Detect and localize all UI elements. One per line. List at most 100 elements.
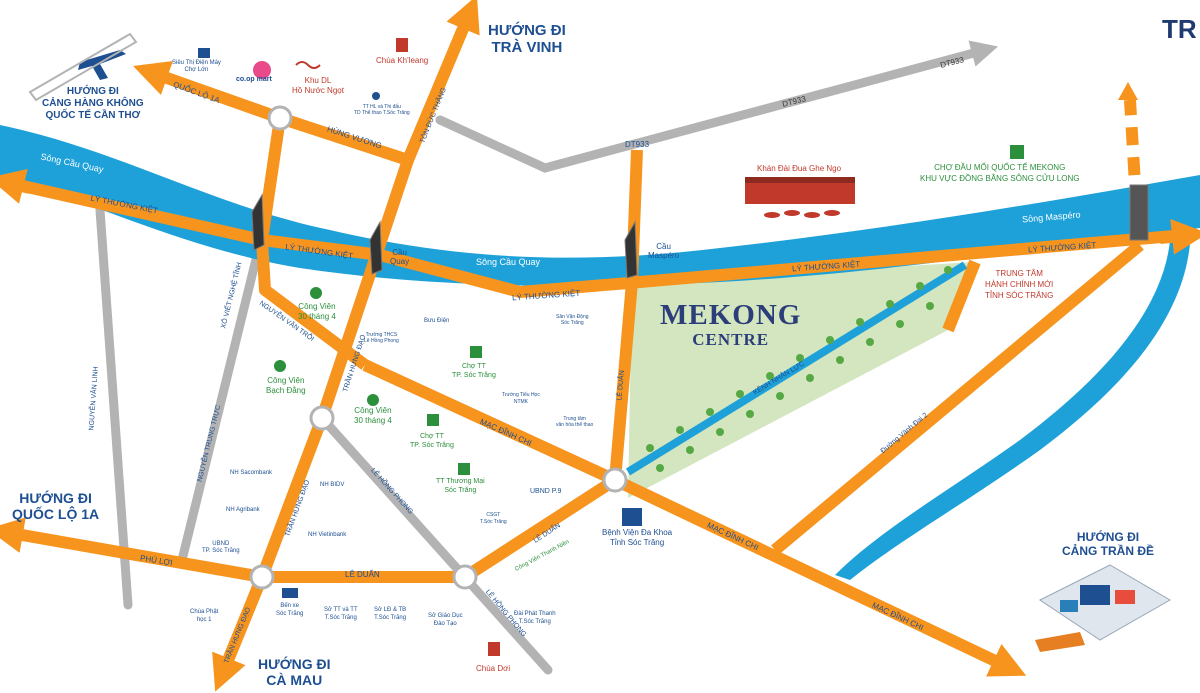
place-chua-doi: Chùa Dơi: [476, 664, 511, 673]
junctions: [249, 105, 628, 590]
place-chua-khleang: Chùa Kh'leang: [376, 56, 429, 65]
place-khan-dai: Khán Đài Đua Ghe Ngo: [757, 164, 842, 173]
road-ly-thuong-kiet: [3, 176, 1186, 298]
minor-roads: [95, 40, 999, 675]
road-hung-vuong: [278, 112, 410, 166]
road-ly-thuong-kiet-east: [1159, 218, 1200, 255]
hospital-icon: [622, 508, 642, 526]
poi-icons: [198, 38, 1024, 656]
runner-icon: [372, 92, 380, 100]
place-coopmart: co.op mart: [236, 76, 272, 83]
road-ly-thuong-kiet-arrow: [0, 168, 32, 204]
place-nh-bidv: NH BIDV: [320, 482, 345, 488]
pagoda-icon-2: [488, 642, 500, 656]
mekong-centre-park: [628, 262, 975, 498]
junction-1: [267, 105, 293, 131]
road-nguyen-van-troi: [256, 239, 369, 370]
road-quoc-lo-1a: [133, 61, 283, 124]
junction-2: [309, 405, 335, 431]
junction-4: [249, 564, 275, 590]
road-park-edge: [942, 259, 981, 333]
road-tran-hung-dao-north: [256, 117, 286, 241]
khan-dai-roof: [745, 177, 855, 183]
road-future-dashed: [1124, 99, 1144, 236]
cart-icon: [198, 48, 210, 58]
bridge-icon-2: [369, 220, 383, 275]
boat-icons: [764, 210, 840, 218]
water-icon: [295, 61, 321, 69]
road-phu-loi: [0, 517, 264, 583]
park-icon-3: [367, 394, 379, 406]
road-label: DT933: [625, 140, 650, 149]
project-sub: CENTRE: [692, 330, 770, 349]
place-buu-dien: Bưu Điện: [424, 318, 450, 324]
park-icon-1: [310, 287, 322, 299]
river-label-maspero-mid: Sông Maspéro: [792, 221, 845, 230]
junction-3: [602, 467, 628, 493]
project-name: MEKONG: [660, 299, 802, 331]
dt933-road: [435, 40, 999, 173]
corner-text: TR: [1162, 14, 1197, 44]
pagoda-icon: [396, 38, 408, 52]
bridges: [251, 184, 1149, 279]
park-icon-2: [274, 360, 286, 372]
bridge-icon-4: [1129, 184, 1149, 241]
project-logo: MEKONG CENTRE: [660, 300, 801, 350]
nguyen-van-linh-road: [95, 205, 133, 610]
bus-icon: [282, 588, 298, 598]
junction-5: [452, 564, 478, 590]
bridge-icon-3: [624, 220, 638, 279]
market-icon-4: [458, 463, 470, 475]
kenh-nhan-luc: [625, 261, 968, 476]
road-le-duan-north: [609, 281, 638, 481]
future-road-arrow: [1118, 82, 1138, 100]
coopmart-logo: [253, 61, 271, 79]
market-icon: [1010, 145, 1024, 159]
canal-trees: [646, 266, 952, 472]
airplane-icon: [78, 50, 126, 80]
place-nh-sacombank: NH Sacombank: [230, 470, 273, 476]
nguyen-trung-truc-road: [177, 230, 267, 565]
khan-dai-stand-icon: [745, 182, 855, 204]
place-nh-agribank: NH Agribank: [226, 507, 260, 513]
place-ubnd-p9: UBND P.9: [530, 488, 562, 495]
port-icon: [1035, 564, 1171, 652]
bridge-icon-1: [251, 193, 265, 251]
road-ton-duc-thang: [402, 0, 480, 163]
river-label-cau-quay-mid: Sông Cầu Quay: [476, 257, 541, 267]
market-icon-3: [427, 414, 439, 426]
road-label: LÊ DUẨN: [345, 570, 380, 579]
